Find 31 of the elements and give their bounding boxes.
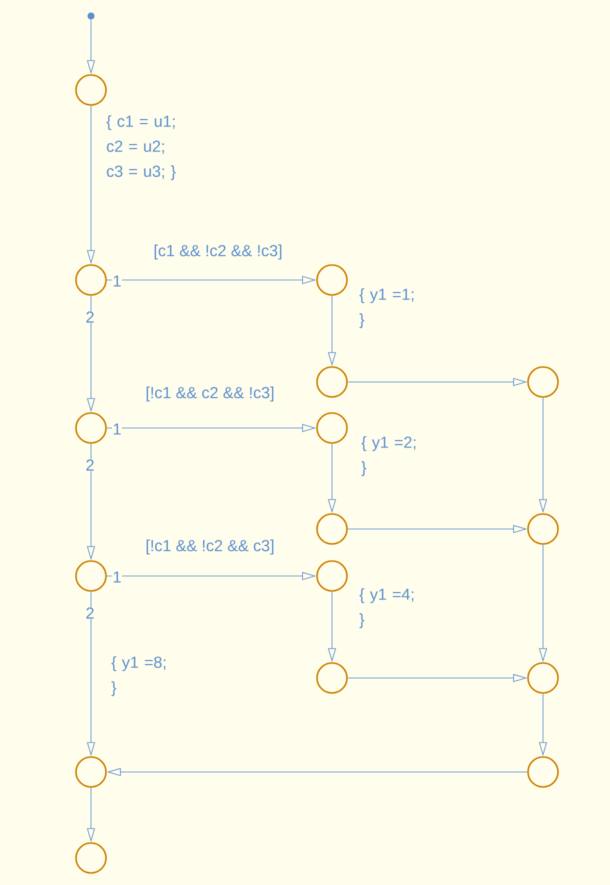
priority-number: 1	[112, 423, 122, 435]
junction-circle	[75, 264, 107, 296]
edge-label: [!c1 && !c2 && c3]	[144, 538, 276, 556]
edge-label: { c1 = u1; c2 = u2; c3 = u3; }	[105, 114, 184, 182]
junction-circle	[75, 560, 107, 592]
priority-number: 2	[85, 310, 95, 324]
priority-number: 2	[85, 458, 95, 472]
start-dot	[88, 12, 94, 20]
junction-circle	[527, 756, 559, 788]
junction-circle	[527, 662, 559, 694]
junction-circle	[316, 412, 348, 444]
junction-circle	[316, 560, 348, 592]
edge-label: { y1 =1; }	[358, 287, 418, 330]
priority-number: 2	[85, 606, 95, 620]
priority-number: 1	[112, 571, 122, 583]
edge-label: [c1 && !c2 && !c3]	[152, 244, 284, 260]
junction-circle	[75, 842, 107, 874]
junction-circle	[316, 662, 348, 694]
junction-circle	[75, 74, 107, 106]
junction-circle	[316, 264, 348, 296]
edge-label: { y1 =4; }	[358, 587, 418, 630]
edge-label: { y1 =2; }	[360, 435, 420, 478]
junction-circle	[527, 366, 559, 398]
junction-circle	[316, 513, 348, 545]
junction-circle	[75, 412, 107, 444]
junction-circle	[527, 513, 559, 545]
edge-label: [!c1 && c2 && !c3]	[144, 386, 276, 402]
junction-circle	[75, 756, 107, 788]
edge-label: { y1 =8; }	[110, 655, 170, 698]
junction-circle	[316, 366, 348, 398]
priority-number: 1	[112, 275, 122, 287]
